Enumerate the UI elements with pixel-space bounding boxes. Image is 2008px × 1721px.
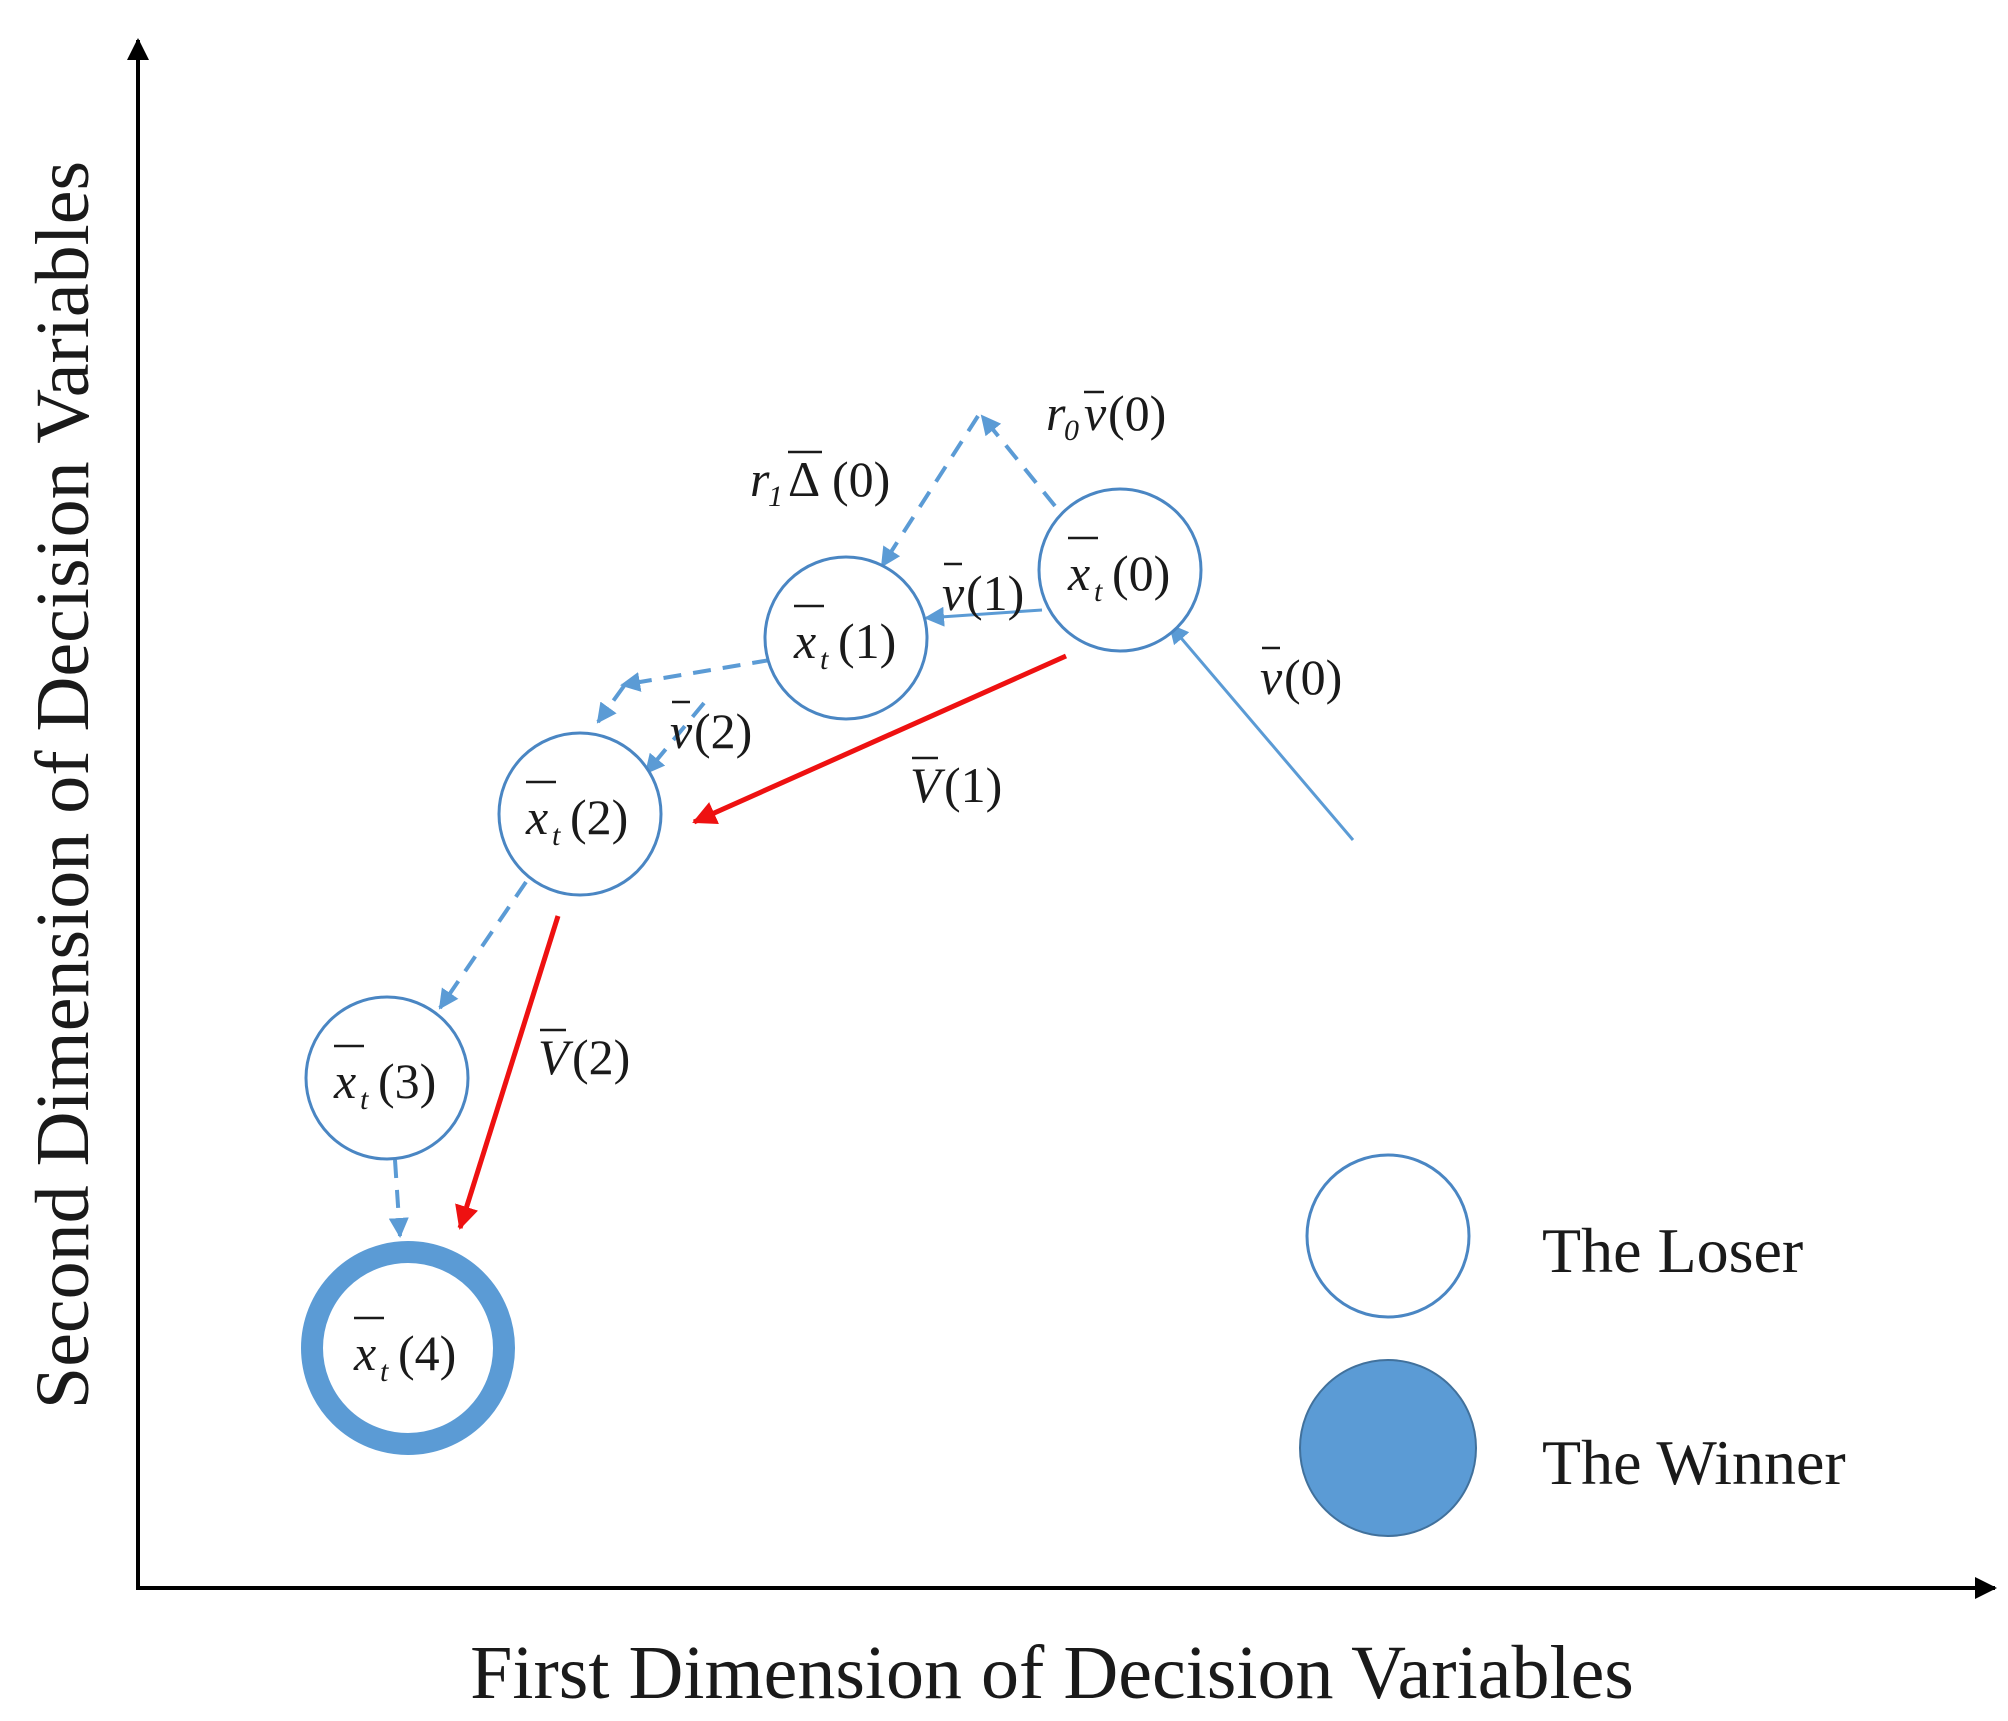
svg-text:1: 1 [768,480,783,513]
svg-text:v: v [1084,385,1107,441]
node-x2 [497,731,663,897]
label-x1: x t (1) [793,604,896,676]
svg-text:V: V [910,757,946,813]
svg-text:v: v [1260,649,1283,705]
label-x3: x t (3) [333,1044,436,1116]
node-x0 [1037,487,1203,653]
label-v2: v (2) [670,700,752,759]
svg-text:(3): (3) [378,1053,436,1109]
svg-text:(0): (0) [1108,385,1166,441]
dashed-arrows [388,414,1057,1238]
svg-text:t: t [360,1083,369,1116]
arrow-x3-x4 [388,1159,409,1238]
svg-text:(0): (0) [1112,545,1170,601]
svg-text:t: t [1094,575,1103,608]
svg-text:(1): (1) [944,757,1002,813]
svg-text:v: v [942,565,965,621]
svg-text:r: r [750,451,770,507]
svg-text:V: V [538,1029,574,1085]
arrow-r0v0 [980,414,1057,508]
legend: The Loser The Winner [1299,1153,1846,1537]
arrow-V1 [692,653,1068,825]
svg-text:x: x [333,1053,356,1109]
arrow-x2-x3 [438,880,528,1010]
label-x2: x t (2) [525,780,628,852]
arrow-x1-left [620,658,771,692]
x-axis-label: First Dimension of Decision Variables [470,1631,1634,1715]
svg-text:v: v [670,703,693,759]
arrow-v0 [1168,623,1355,841]
legend-loser-symbol [1305,1153,1471,1319]
label-V1: V (1) [910,756,1002,813]
arrow-left-down [596,684,626,724]
arrow-r1d0 [880,414,980,568]
svg-text:Δ: Δ [788,451,820,507]
y-axis-label: Second Dimension of Decision Variables [21,161,105,1409]
svg-text:t: t [552,819,561,852]
node-x3 [304,995,470,1161]
label-x0: x t (0) [1067,536,1170,608]
svg-text:(2): (2) [570,789,628,845]
svg-text:(1): (1) [966,565,1024,621]
svg-text:t: t [820,643,829,676]
svg-text:(2): (2) [694,703,752,759]
legend-winner-symbol [1299,1359,1477,1537]
label-r0v0: r 0 v (0) [1046,385,1166,447]
legend-loser-label: The Loser [1542,1215,1803,1286]
svg-text:x: x [525,789,548,845]
label-v1: v (1) [942,562,1024,621]
label-x4: x t (4) [353,1316,456,1388]
svg-text:(2): (2) [572,1029,630,1085]
svg-text:(0): (0) [832,451,890,507]
svg-text:r: r [1046,385,1066,441]
label-V2: V (2) [538,1028,630,1085]
svg-text:x: x [793,613,816,669]
svg-text:0: 0 [1064,414,1079,447]
label-r1d0: r 1 Δ (0) [750,450,890,513]
label-v0: v (0) [1260,646,1342,705]
svg-text:(0): (0) [1284,649,1342,705]
svg-text:t: t [380,1355,389,1388]
svg-text:x: x [1067,545,1090,601]
legend-winner-label: The Winner [1542,1427,1846,1498]
arrow-V2 [455,915,561,1230]
svg-text:(4): (4) [398,1325,456,1381]
arrow-v2 [644,701,706,775]
svg-text:x: x [353,1325,376,1381]
svg-text:(1): (1) [838,613,896,669]
node-x1 [763,555,929,721]
node-x4 [301,1241,515,1455]
arrow-v1 [924,606,1043,627]
